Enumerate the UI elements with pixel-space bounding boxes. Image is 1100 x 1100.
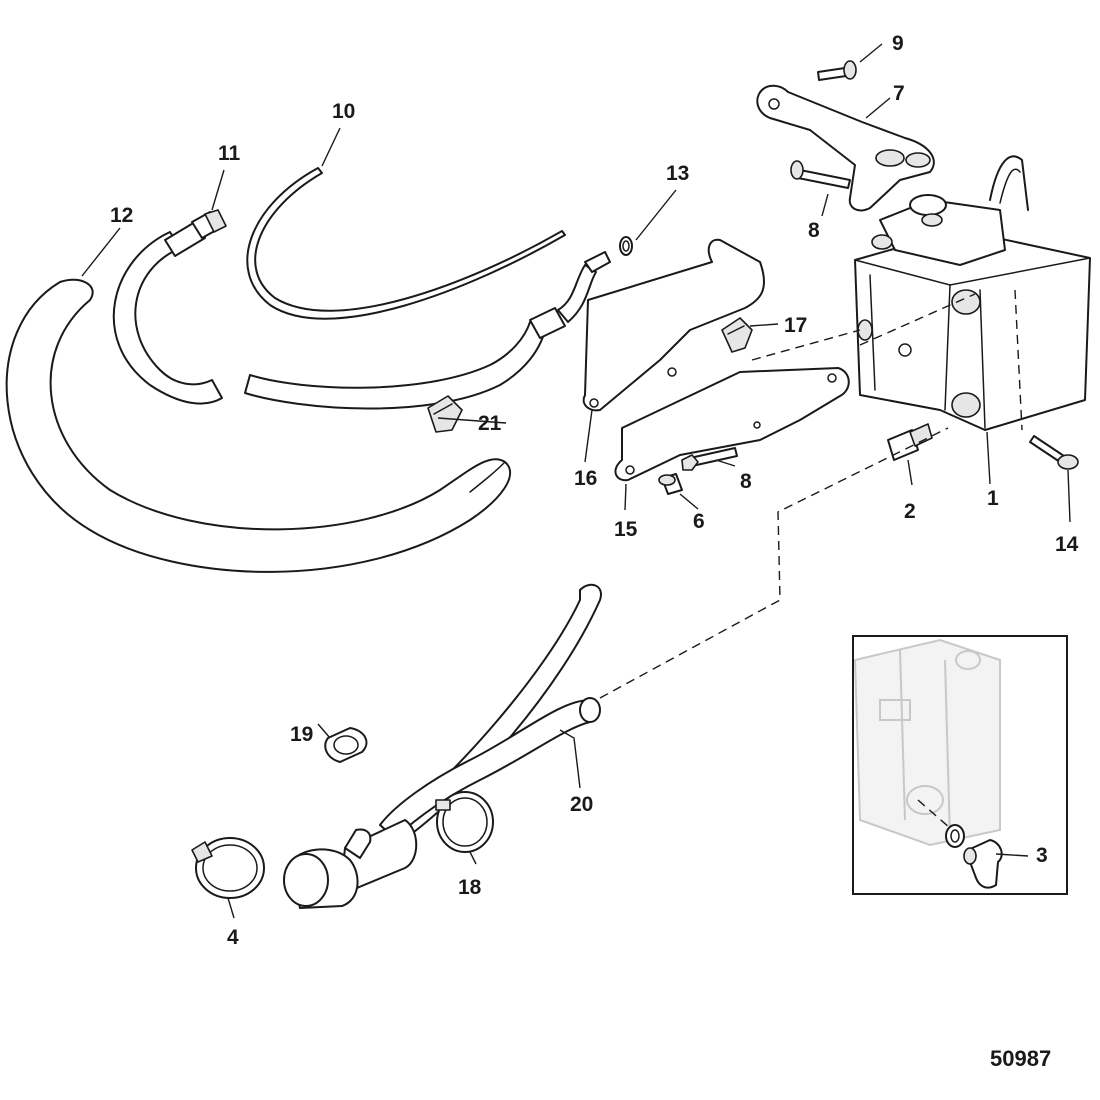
bolt-9 — [817, 60, 857, 81]
callout-10: 10 — [332, 100, 355, 123]
alignment-lines — [599, 289, 1023, 699]
hose-10 — [246, 167, 566, 320]
callout-13: 13 — [666, 162, 689, 185]
callout-7: 7 — [893, 82, 905, 105]
callout-18: 18 — [458, 876, 482, 899]
bolt-8-upper — [790, 160, 851, 189]
callout-8-upper: 8 — [808, 219, 820, 242]
screw-14 — [1029, 435, 1079, 470]
callout-21: 21 — [478, 412, 502, 435]
bolt-6 — [658, 473, 683, 495]
o-ring-13 — [619, 236, 633, 256]
callout-16: 16 — [574, 467, 597, 490]
callout-19: 19 — [290, 723, 313, 746]
bracket-15 — [614, 367, 850, 482]
callout-6: 6 — [693, 510, 705, 533]
callout-1: 1 — [987, 487, 999, 510]
clip-17 — [721, 317, 753, 353]
fitting-2 — [887, 423, 933, 461]
clamp-19 — [324, 727, 368, 763]
callout-2: 2 — [904, 500, 916, 523]
bracket-7 — [756, 84, 935, 212]
callout-11: 11 — [218, 142, 241, 165]
hose-20 — [283, 583, 602, 909]
callout-8-lower: 8 — [740, 470, 752, 493]
bracket-16 — [582, 238, 765, 412]
hose-11 — [112, 209, 611, 410]
callout-labels: 1 2 3 4 6 7 8 8 9 10 11 12 13 14 15 16 1… — [110, 32, 1079, 949]
clamp-18 — [435, 791, 494, 853]
callout-4: 4 — [227, 926, 239, 949]
callout-12: 12 — [110, 204, 133, 227]
figure-id: 50987 — [990, 1046, 1051, 1071]
callout-15: 15 — [614, 518, 638, 541]
bolt-8-lower — [681, 447, 738, 471]
inset-view — [852, 635, 1068, 895]
callout-14: 14 — [1055, 533, 1079, 556]
callout-9: 9 — [892, 32, 904, 55]
hose-12 — [5, 278, 511, 573]
clamp-4 — [191, 837, 265, 899]
callout-17: 17 — [784, 314, 807, 337]
callout-20: 20 — [570, 793, 593, 816]
leader-lines — [81, 43, 1071, 919]
housing-1 — [854, 155, 1091, 431]
callout-3: 3 — [1036, 844, 1048, 867]
